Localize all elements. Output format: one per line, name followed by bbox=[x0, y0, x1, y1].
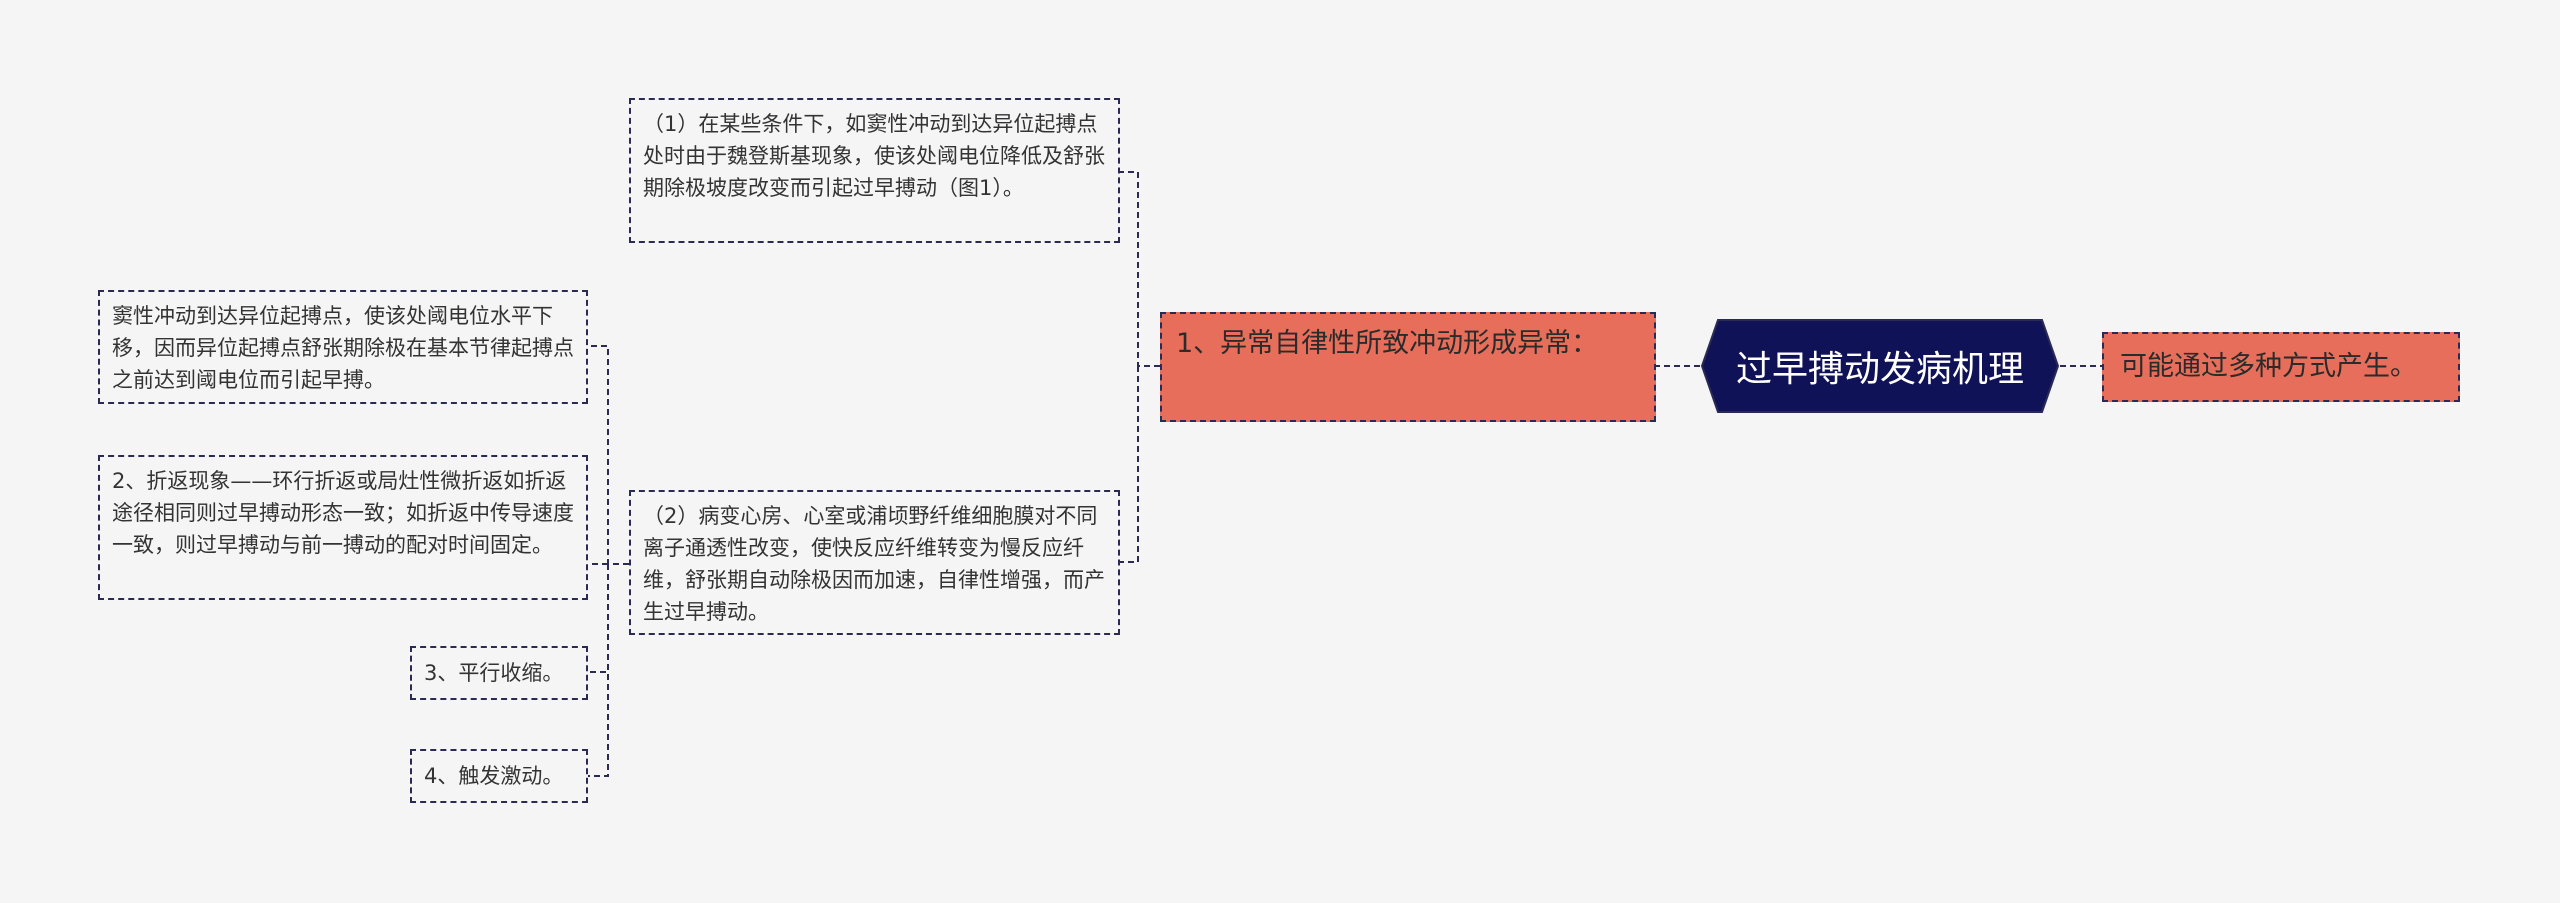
left-leaf-2[interactable]: 2、折返现象——环行折返或局灶性微折返如折返途径相同则过早搏动形态一致；如折返中… bbox=[98, 455, 588, 600]
mid-leaf-2-text: （2）病变心房、心室或浦顷野纤维细胞膜对不同离子通透性改变，使快反应纤维转变为慢… bbox=[643, 504, 1105, 624]
root-node-shape bbox=[1700, 319, 2060, 413]
mid-leaf-1[interactable]: （1）在某些条件下，如窦性冲动到达异位起搏点处时由于魏登斯基现象，使该处阈电位降… bbox=[629, 98, 1120, 243]
right-branch-text: 可能通过多种方式产生。 bbox=[2120, 351, 2417, 382]
left-leaf-3-text: 3、平行收缩。 bbox=[424, 661, 564, 685]
left-leaf-1-text: 窦性冲动到达异位起搏点，使该处阈电位水平下移，因而异位起搏点舒张期除极在基本节律… bbox=[112, 304, 574, 392]
root-node-hexagon bbox=[1700, 319, 2060, 413]
mid-leaf-2[interactable]: （2）病变心房、心室或浦顷野纤维细胞膜对不同离子通透性改变，使快反应纤维转变为慢… bbox=[629, 490, 1120, 635]
left-leaf-4[interactable]: 4、触发激动。 bbox=[410, 749, 588, 803]
left-leaf-4-text: 4、触发激动。 bbox=[424, 764, 564, 788]
mid-leaf-1-text: （1）在某些条件下，如窦性冲动到达异位起搏点处时由于魏登斯基现象，使该处阈电位降… bbox=[643, 112, 1105, 200]
root-title: 过早搏动发病机理 bbox=[1735, 349, 2024, 390]
root-node[interactable]: 过早搏动发病机理 bbox=[1700, 318, 2060, 414]
left-leaf-1[interactable]: 窦性冲动到达异位起搏点，使该处阈电位水平下移，因而异位起搏点舒张期除极在基本节律… bbox=[98, 290, 588, 404]
right-branch-node[interactable]: 可能通过多种方式产生。 bbox=[2102, 332, 2460, 402]
link-mid-to-left bbox=[588, 345, 629, 777]
left-leaf-3[interactable]: 3、平行收缩。 bbox=[410, 646, 588, 700]
main-branch-node[interactable]: 1、异常自律性所致冲动形成异常： bbox=[1160, 312, 1656, 422]
main-branch-text: 1、异常自律性所致冲动形成异常： bbox=[1176, 328, 1599, 359]
left-leaf-2-text: 2、折返现象——环行折返或局灶性微折返如折返途径相同则过早搏动形态一致；如折返中… bbox=[112, 469, 574, 557]
link-main-to-mid bbox=[1120, 171, 1160, 563]
